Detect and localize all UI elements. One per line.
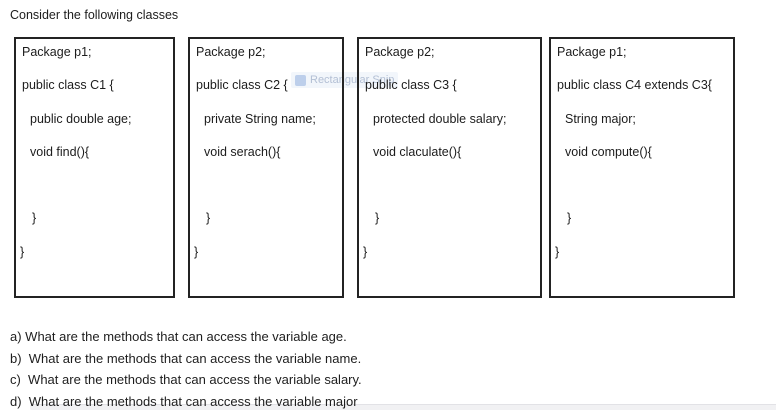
horizontal-scrollbar-track[interactable] <box>30 404 776 410</box>
question-c: c) What are the methods that can access … <box>10 372 362 387</box>
code-line <box>551 177 733 210</box>
code-line: private String name; <box>204 111 316 126</box>
question-a: a) What are the methods that can access … <box>10 329 347 344</box>
code-line: void serach(){ <box>204 144 281 159</box>
class-box-c2: Package p2; public class C2 { private Stri… <box>188 37 344 298</box>
code-line <box>16 177 173 210</box>
code-line: } <box>194 244 199 259</box>
snip-watermark-label: Rectangular Snip <box>310 74 395 86</box>
code-line: } <box>206 211 211 226</box>
snip-watermark: Rectangular Snip <box>291 72 399 88</box>
code-line <box>359 177 540 210</box>
code-line: void find(){ <box>30 144 90 159</box>
code-line: Package p2; <box>196 45 266 59</box>
code-line: Package p1; <box>22 45 92 59</box>
question-list: a) What are the methods that can access … <box>10 326 362 410</box>
question-b: b) What are the methods that can access … <box>10 350 362 366</box>
code-line: } <box>363 244 368 259</box>
code-line: public class C3 { <box>365 78 457 93</box>
class-box-c4: Package p1; public class C4 extends C3{ St… <box>549 37 735 298</box>
code-line: } <box>20 244 25 259</box>
code-line: void compute(){ <box>565 144 652 159</box>
code-line: void claculate(){ <box>373 144 462 159</box>
code-line: } <box>555 244 560 259</box>
class-box-c3: Package p2; public class C3 { protected do… <box>357 37 542 298</box>
class-box-c1: Package p1; public class C1 { public doubl… <box>14 37 175 298</box>
code-line: public class C1 { <box>22 78 114 93</box>
code-line: protected double salary; <box>373 111 507 126</box>
code-line: public class C4 extends C3{ <box>557 78 712 93</box>
code-line: public class C2 { <box>196 78 288 93</box>
question-d: d) What are the methods that can access … <box>10 393 358 409</box>
code-line: } <box>32 211 37 226</box>
code-line: public double age; <box>30 111 132 126</box>
code-line: } <box>567 211 572 226</box>
code-line: Package p1; <box>557 45 627 59</box>
code-line <box>190 177 342 210</box>
code-line: Package p2; <box>365 45 435 59</box>
code-line: } <box>375 211 380 226</box>
snip-icon <box>295 74 306 86</box>
code-line: String major; <box>565 111 636 126</box>
page-title: Consider the following classes <box>10 8 179 22</box>
